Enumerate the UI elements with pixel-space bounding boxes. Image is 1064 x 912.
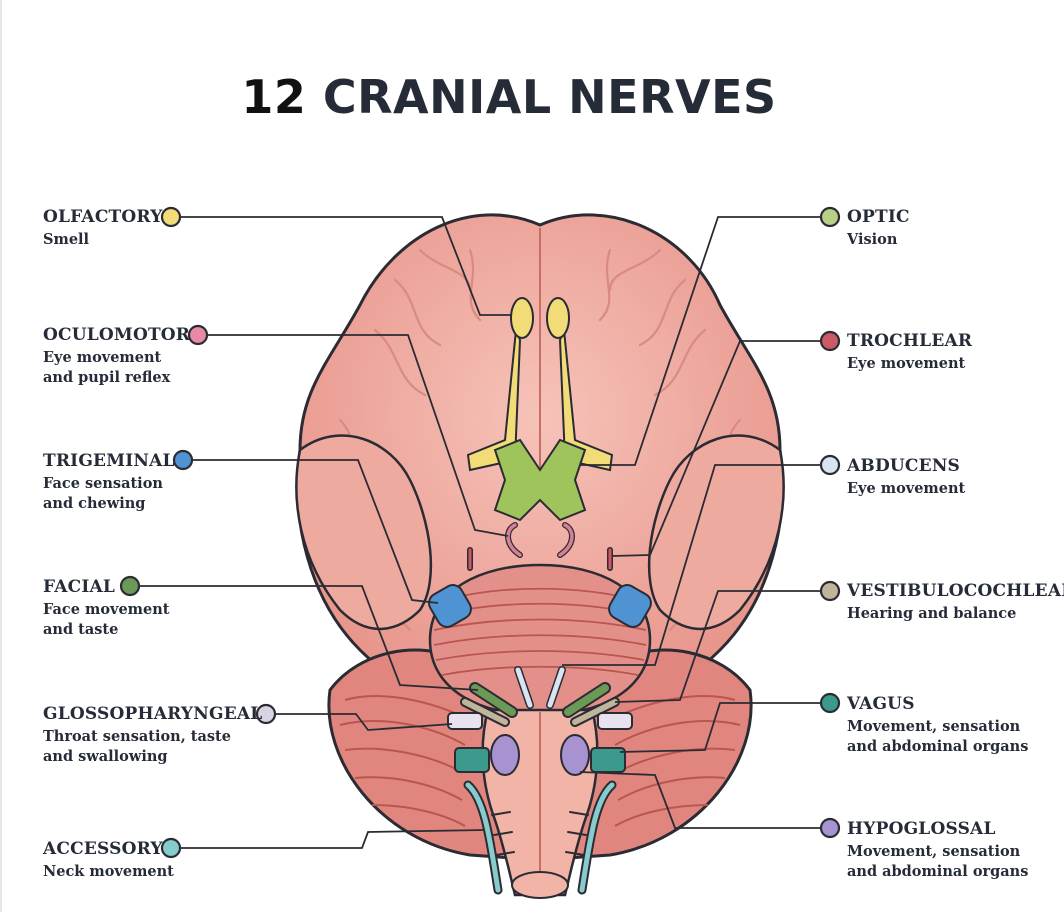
optic-chiasm (493, 438, 587, 522)
nerve-desc-line: Eye movement (43, 349, 162, 366)
nerve-name: HYPOGLOSSAL (847, 819, 996, 839)
nerve-name: TROCHLEAR (847, 331, 973, 351)
leader-oculomotor (208, 334, 509, 537)
nerve-name: GLOSSOPHARYNGEAL (43, 704, 263, 724)
label-oculomotor: OCULOMOTOR Eye movement and pupil reflex (43, 325, 190, 388)
leader-hypoglossal (579, 771, 820, 829)
dot-glossopharyngeal (255, 703, 277, 725)
label-accessory: ACCESSORY Neck movement (43, 839, 174, 882)
page-title: 12 CRANIAL NERVES (0, 70, 1018, 124)
label-dots (119, 206, 841, 859)
vestibulocochlear-nerve (460, 697, 620, 727)
temporal-lobes (295, 434, 785, 631)
nerve-desc-line: Movement, sensation (847, 843, 1021, 860)
dot-vagus (819, 692, 841, 714)
nerve-desc-line: Throat sensation, taste (43, 728, 231, 745)
olfactory-nerve (466, 297, 614, 472)
pons (428, 563, 652, 717)
vagus-nerve (454, 747, 626, 773)
hypoglossal-nerve (490, 734, 590, 776)
leader-facial (140, 585, 479, 691)
dot-trochlear (819, 330, 841, 352)
nerve-desc-line: Eye movement (847, 355, 966, 372)
label-facial: FACIAL Face movement and taste (43, 577, 169, 640)
label-trigeminal: TRIGEMINAL Face sensation and chewing (43, 451, 175, 514)
nerve-name: VAGUS (847, 694, 915, 714)
leader-trochlear (611, 340, 820, 557)
label-olfactory: OLFACTORY Smell (43, 207, 163, 250)
leader-trigeminal (193, 459, 439, 604)
glossopharyngeal-nerve (447, 712, 633, 730)
dot-facial (119, 575, 141, 597)
nerve-desc-line: and taste (43, 621, 119, 638)
leader-accessory (181, 829, 486, 849)
leader-lines (140, 216, 820, 849)
dot-vestibulocochlear (819, 580, 841, 602)
abducens-nerve (514, 666, 566, 709)
nerve-desc-line: and swallowing (43, 748, 168, 765)
label-abducens: ABDUCENS Eye movement (847, 456, 965, 499)
leader-glossopharyngeal (276, 713, 453, 731)
leader-vestibulocochlear (614, 590, 820, 703)
dot-accessory (160, 837, 182, 859)
trigeminal-nerve (428, 584, 652, 628)
facial-nerve (469, 682, 611, 718)
page-edge-line (0, 0, 2, 912)
nerve-desc-line: and abdominal organs (847, 863, 1029, 880)
accessory-nerve (463, 780, 617, 895)
nerve-desc-line: and pupil reflex (43, 369, 171, 386)
title-text: CRANIAL NERVES (322, 70, 777, 124)
label-trochlear: TROCHLEAR Eye movement (847, 331, 972, 374)
nerve-desc-line: and abdominal organs (847, 738, 1029, 755)
nerve-name: VESTIBULOCOCHLEAR (847, 581, 1064, 601)
leader-abducens (562, 464, 820, 666)
nerve-desc-line: Eye movement (847, 480, 966, 497)
nerve-desc-line: Movement, sensation (847, 718, 1021, 735)
nerve-name: FACIAL (43, 577, 116, 597)
nerve-name: OCULOMOTOR (43, 325, 191, 345)
nerve-name: OPTIC (847, 207, 910, 227)
trochlear-nerve (467, 547, 613, 571)
dot-trigeminal (172, 449, 194, 471)
nerve-desc-line: Face movement (43, 601, 170, 618)
leader-olfactory (181, 216, 512, 316)
nerve-name: ACCESSORY (43, 839, 163, 859)
nerve-name: OLFACTORY (43, 207, 163, 227)
nerve-desc-line: Vision (847, 231, 898, 248)
leader-optic (580, 216, 820, 466)
nerve-desc-line: Neck movement (43, 863, 174, 880)
nerve-desc-line: Face sensation (43, 475, 163, 492)
dot-optic (819, 206, 841, 228)
title-number: 12 (241, 70, 307, 124)
nerve-desc-line: and chewing (43, 495, 146, 512)
leader-vagus (619, 702, 820, 753)
dot-olfactory (160, 206, 182, 228)
dot-abducens (819, 454, 841, 476)
label-vagus: VAGUS Movement, sensation and abdominal … (847, 694, 1028, 757)
dot-hypoglossal (819, 817, 841, 839)
label-glossopharyngeal: GLOSSOPHARYNGEAL Throat sensation, taste… (43, 704, 262, 767)
label-optic: OPTIC Vision (847, 207, 910, 250)
label-hypoglossal: HYPOGLOSSAL Movement, sensation and abdo… (847, 819, 1028, 882)
dot-oculomotor (187, 324, 209, 346)
nerve-name: ABDUCENS (847, 456, 961, 476)
nerve-desc-line: Smell (43, 231, 90, 248)
nerve-desc-line: Hearing and balance (847, 605, 1017, 622)
nerve-name: TRIGEMINAL (43, 451, 175, 471)
label-vestibulocochlear: VESTIBULOCOCHLEAR Hearing and balance (847, 581, 1064, 624)
